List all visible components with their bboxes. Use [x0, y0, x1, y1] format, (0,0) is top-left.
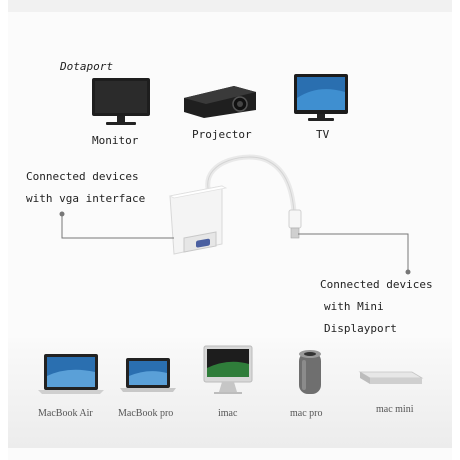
macbook-pro-label: MacBook pro — [118, 408, 174, 419]
tv-label: TV — [316, 128, 330, 141]
mac-pro-label: mac pro — [290, 408, 323, 419]
monitor-icon — [92, 78, 150, 125]
vga-adapter — [168, 185, 228, 255]
mdp-leader-line — [298, 233, 409, 270]
monitor-label: Monitor — [92, 134, 139, 147]
vga-note: Connected devices with vga interface — [26, 170, 146, 205]
mac-mini-icon — [358, 371, 424, 384]
imac-label: imac — [218, 408, 238, 419]
mac-mini-label: mac mini — [376, 404, 414, 415]
macbook-air-label: MacBook Air — [38, 408, 93, 419]
brand-name: Dotaport — [60, 60, 113, 73]
compatible-devices-strip: MacBook Air MacBook pro imac mac pro mac… — [8, 338, 452, 448]
vga-leader-line — [61, 216, 174, 239]
mac-pro-icon — [299, 350, 321, 394]
illustration-layer — [59, 74, 411, 275]
macbook-air-icon — [38, 354, 104, 394]
top-strip — [8, 0, 452, 12]
macbook-pro-icon — [120, 358, 176, 392]
projector-icon — [184, 86, 256, 118]
mini-displayport-plug — [288, 209, 302, 239]
imac-icon — [203, 345, 253, 394]
tv-icon — [294, 74, 348, 121]
compatible-devices-art — [38, 345, 424, 394]
projector-label: Projector — [192, 128, 252, 141]
